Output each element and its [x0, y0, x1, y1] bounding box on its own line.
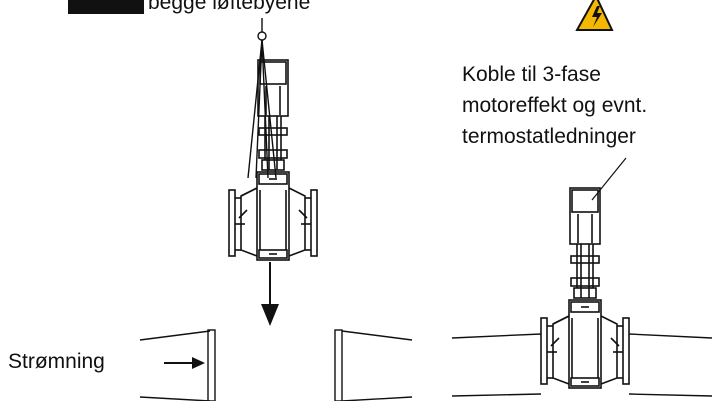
label-box — [68, 0, 144, 14]
valve-assembly-lifted — [228, 59, 318, 261]
valve-assembly-installed — [540, 187, 630, 389]
flow-arrow-icon — [164, 357, 205, 369]
high-voltage-warning-icon — [575, 0, 614, 31]
pipe-installed — [451, 333, 712, 397]
lifting-slings — [247, 18, 277, 179]
lift-arrow-icon — [261, 262, 279, 326]
motor-power-label-line-1: Koble til 3-fase — [462, 63, 601, 86]
motor-power-label-line-2: motoreffekt og evnt. — [462, 94, 648, 117]
pipe-left — [139, 329, 216, 402]
pipe-right-open — [334, 329, 413, 402]
lift-points-label: begge løftebyene — [148, 0, 311, 14]
flow-label: Strømning — [8, 350, 105, 373]
motor-leader-line — [591, 157, 627, 201]
motor-power-label-line-3: termostatledninger — [462, 125, 636, 148]
